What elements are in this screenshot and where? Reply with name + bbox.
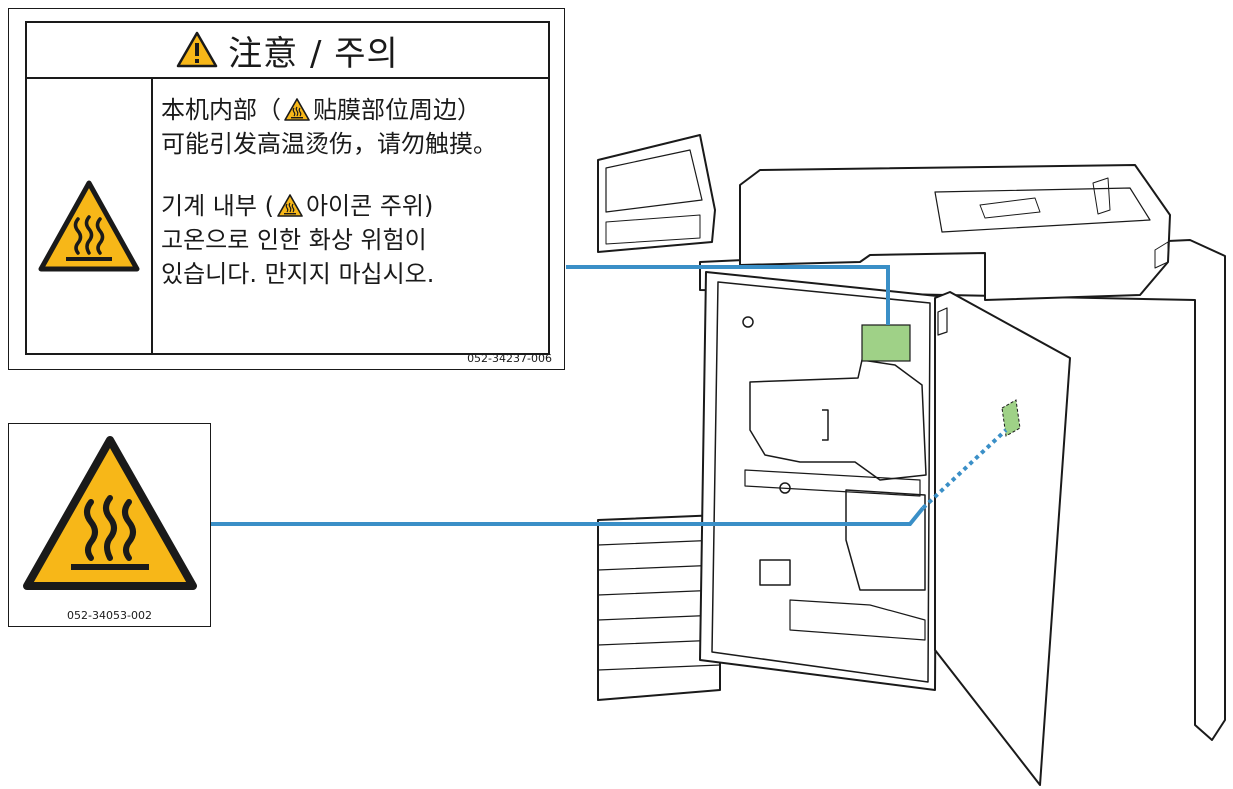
control-panel bbox=[597, 134, 716, 253]
caution-message: 本机内部（贴膜部位周边） 可能引发高温烫伤，请勿触摸。 기계 내부 (아이콘 주… bbox=[161, 93, 546, 291]
leader-line-caution bbox=[566, 265, 890, 325]
hot-surface-icon bbox=[277, 194, 303, 217]
caution-label-header: 注意 / 주의 bbox=[27, 23, 548, 79]
hot-surface-icon bbox=[23, 436, 197, 590]
hot-surface-icon bbox=[284, 98, 310, 121]
caution-label-position bbox=[861, 324, 911, 362]
paper-trays bbox=[597, 514, 721, 701]
hot-surface-icon bbox=[38, 180, 140, 272]
caution-symbol-panel bbox=[27, 79, 153, 353]
warning-triangle-icon bbox=[176, 31, 218, 68]
caution-message-ko: 기계 내부 (아이콘 주위) 고온으로 인한 화상 위험이 있습니다. 만지지 … bbox=[161, 192, 435, 288]
leader-line-hot bbox=[211, 506, 925, 526]
machine-front-frame bbox=[699, 271, 938, 691]
caution-label-frame: 注意 / 주의 本机内部（贴膜部位周边） 可能引发高温烫伤，请勿触摸。 기계 내… bbox=[25, 21, 550, 355]
hot-label-position bbox=[1001, 399, 1021, 437]
leader-line-hot-dotted bbox=[921, 428, 1008, 510]
open-front-door bbox=[934, 291, 1071, 786]
hot-surface-label: 052-34053-002 bbox=[8, 423, 211, 627]
caution-label: 注意 / 주의 本机内部（贴膜部位周边） 可能引发高温烫伤，请勿触摸。 기계 내… bbox=[8, 8, 565, 370]
caution-message-zh: 本机内部（贴膜部位周边） 可能引发高温烫伤，请勿触摸。 bbox=[161, 96, 497, 158]
caution-title: 注意 / 주의 bbox=[228, 33, 399, 74]
machine-top-unit bbox=[739, 164, 1171, 301]
hot-label-code: 052-34053-002 bbox=[67, 609, 152, 622]
caution-label-code: 052-34237-006 bbox=[467, 352, 552, 365]
